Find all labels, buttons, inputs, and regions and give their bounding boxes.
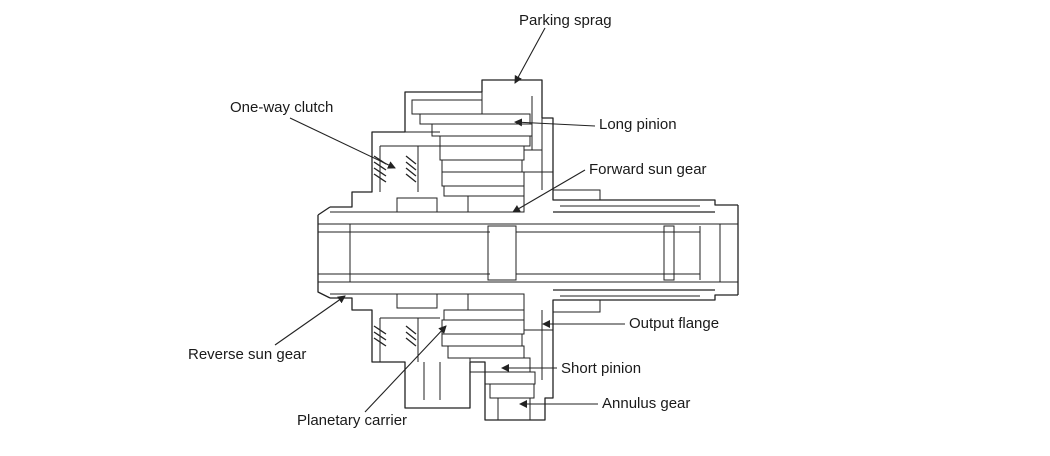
label-annulus-gear: Annulus gear [602, 395, 691, 412]
label-parking-sprag: Parking sprag [519, 12, 612, 29]
label-forward-sun-gear: Forward sun gear [589, 161, 707, 178]
label-long-pinion: Long pinion [599, 116, 677, 133]
label-planetary-carrier: Planetary carrier [297, 412, 408, 429]
label-reverse-sun-gear: Reverse sun gear [188, 346, 307, 363]
shaft-details [318, 211, 738, 295]
lower-gear-internals [379, 293, 700, 420]
leader-lines [274, 27, 625, 413]
label-short-pinion: Short pinion [561, 360, 642, 377]
label-one-way-clutch: One-way clutch [230, 99, 334, 116]
label-output-flange: Output flange [629, 315, 720, 332]
housing-outline [317, 79, 739, 421]
upper-gear-internals [379, 92, 700, 213]
